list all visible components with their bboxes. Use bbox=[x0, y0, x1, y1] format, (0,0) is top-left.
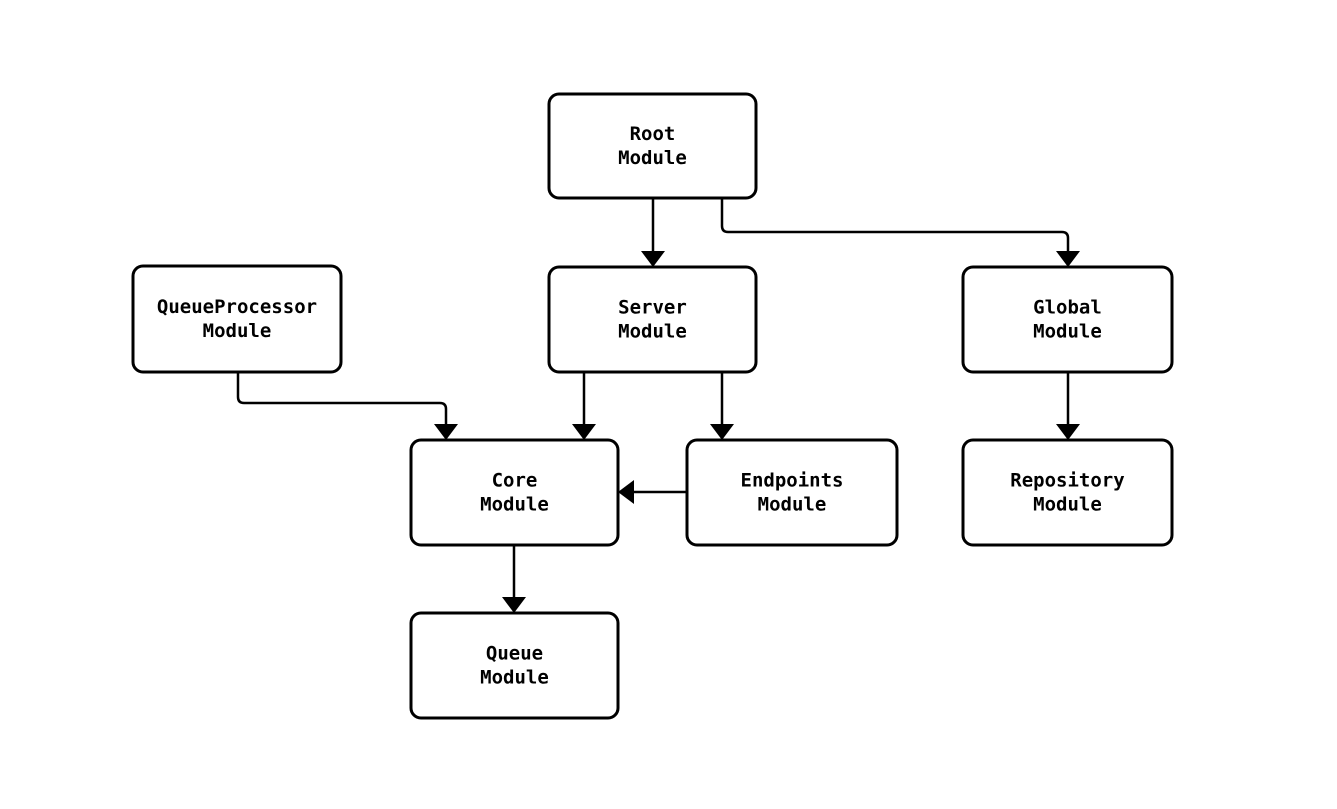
edge-queueprocessor-to-core bbox=[236, 372, 458, 440]
node-core-box bbox=[409, 438, 620, 547]
node-queue-label-line-1: Queue bbox=[486, 643, 543, 665]
node-global-label-line-1: Global bbox=[1033, 297, 1102, 319]
node-server-label-line-1: Server bbox=[618, 297, 687, 319]
node-global-box bbox=[961, 265, 1174, 374]
node-root-label-line-1: Root bbox=[630, 123, 676, 145]
node-queueprocessor-box bbox=[131, 264, 343, 374]
edge-root-to-global bbox=[720, 197, 1080, 267]
node-global-label-line-2: Module bbox=[1033, 321, 1102, 343]
node-endpoints-label-line-1: Endpoints bbox=[741, 470, 844, 492]
node-queueprocessor-label-line-1: QueueProcessor bbox=[157, 296, 317, 318]
node-server-label-line-2: Module bbox=[618, 321, 687, 343]
node-repository-label-line-1: Repository bbox=[1010, 470, 1124, 492]
node-endpoints-label-line-2: Module bbox=[758, 494, 827, 516]
node-repository-box bbox=[961, 438, 1174, 547]
node-queueprocessor-label-line-2: Module bbox=[203, 320, 272, 342]
node-core-label-line-1: Core bbox=[492, 470, 538, 492]
node-queue-box bbox=[409, 611, 620, 720]
node-root-label-line-2: Module bbox=[618, 147, 687, 169]
node-root-box bbox=[547, 92, 758, 200]
node-core-label-line-2: Module bbox=[480, 494, 549, 516]
node-queue-label-line-2: Module bbox=[480, 667, 549, 689]
node-server-box bbox=[547, 265, 758, 374]
node-repository-label-line-2: Module bbox=[1033, 494, 1102, 516]
node-endpoints-box bbox=[685, 438, 899, 547]
